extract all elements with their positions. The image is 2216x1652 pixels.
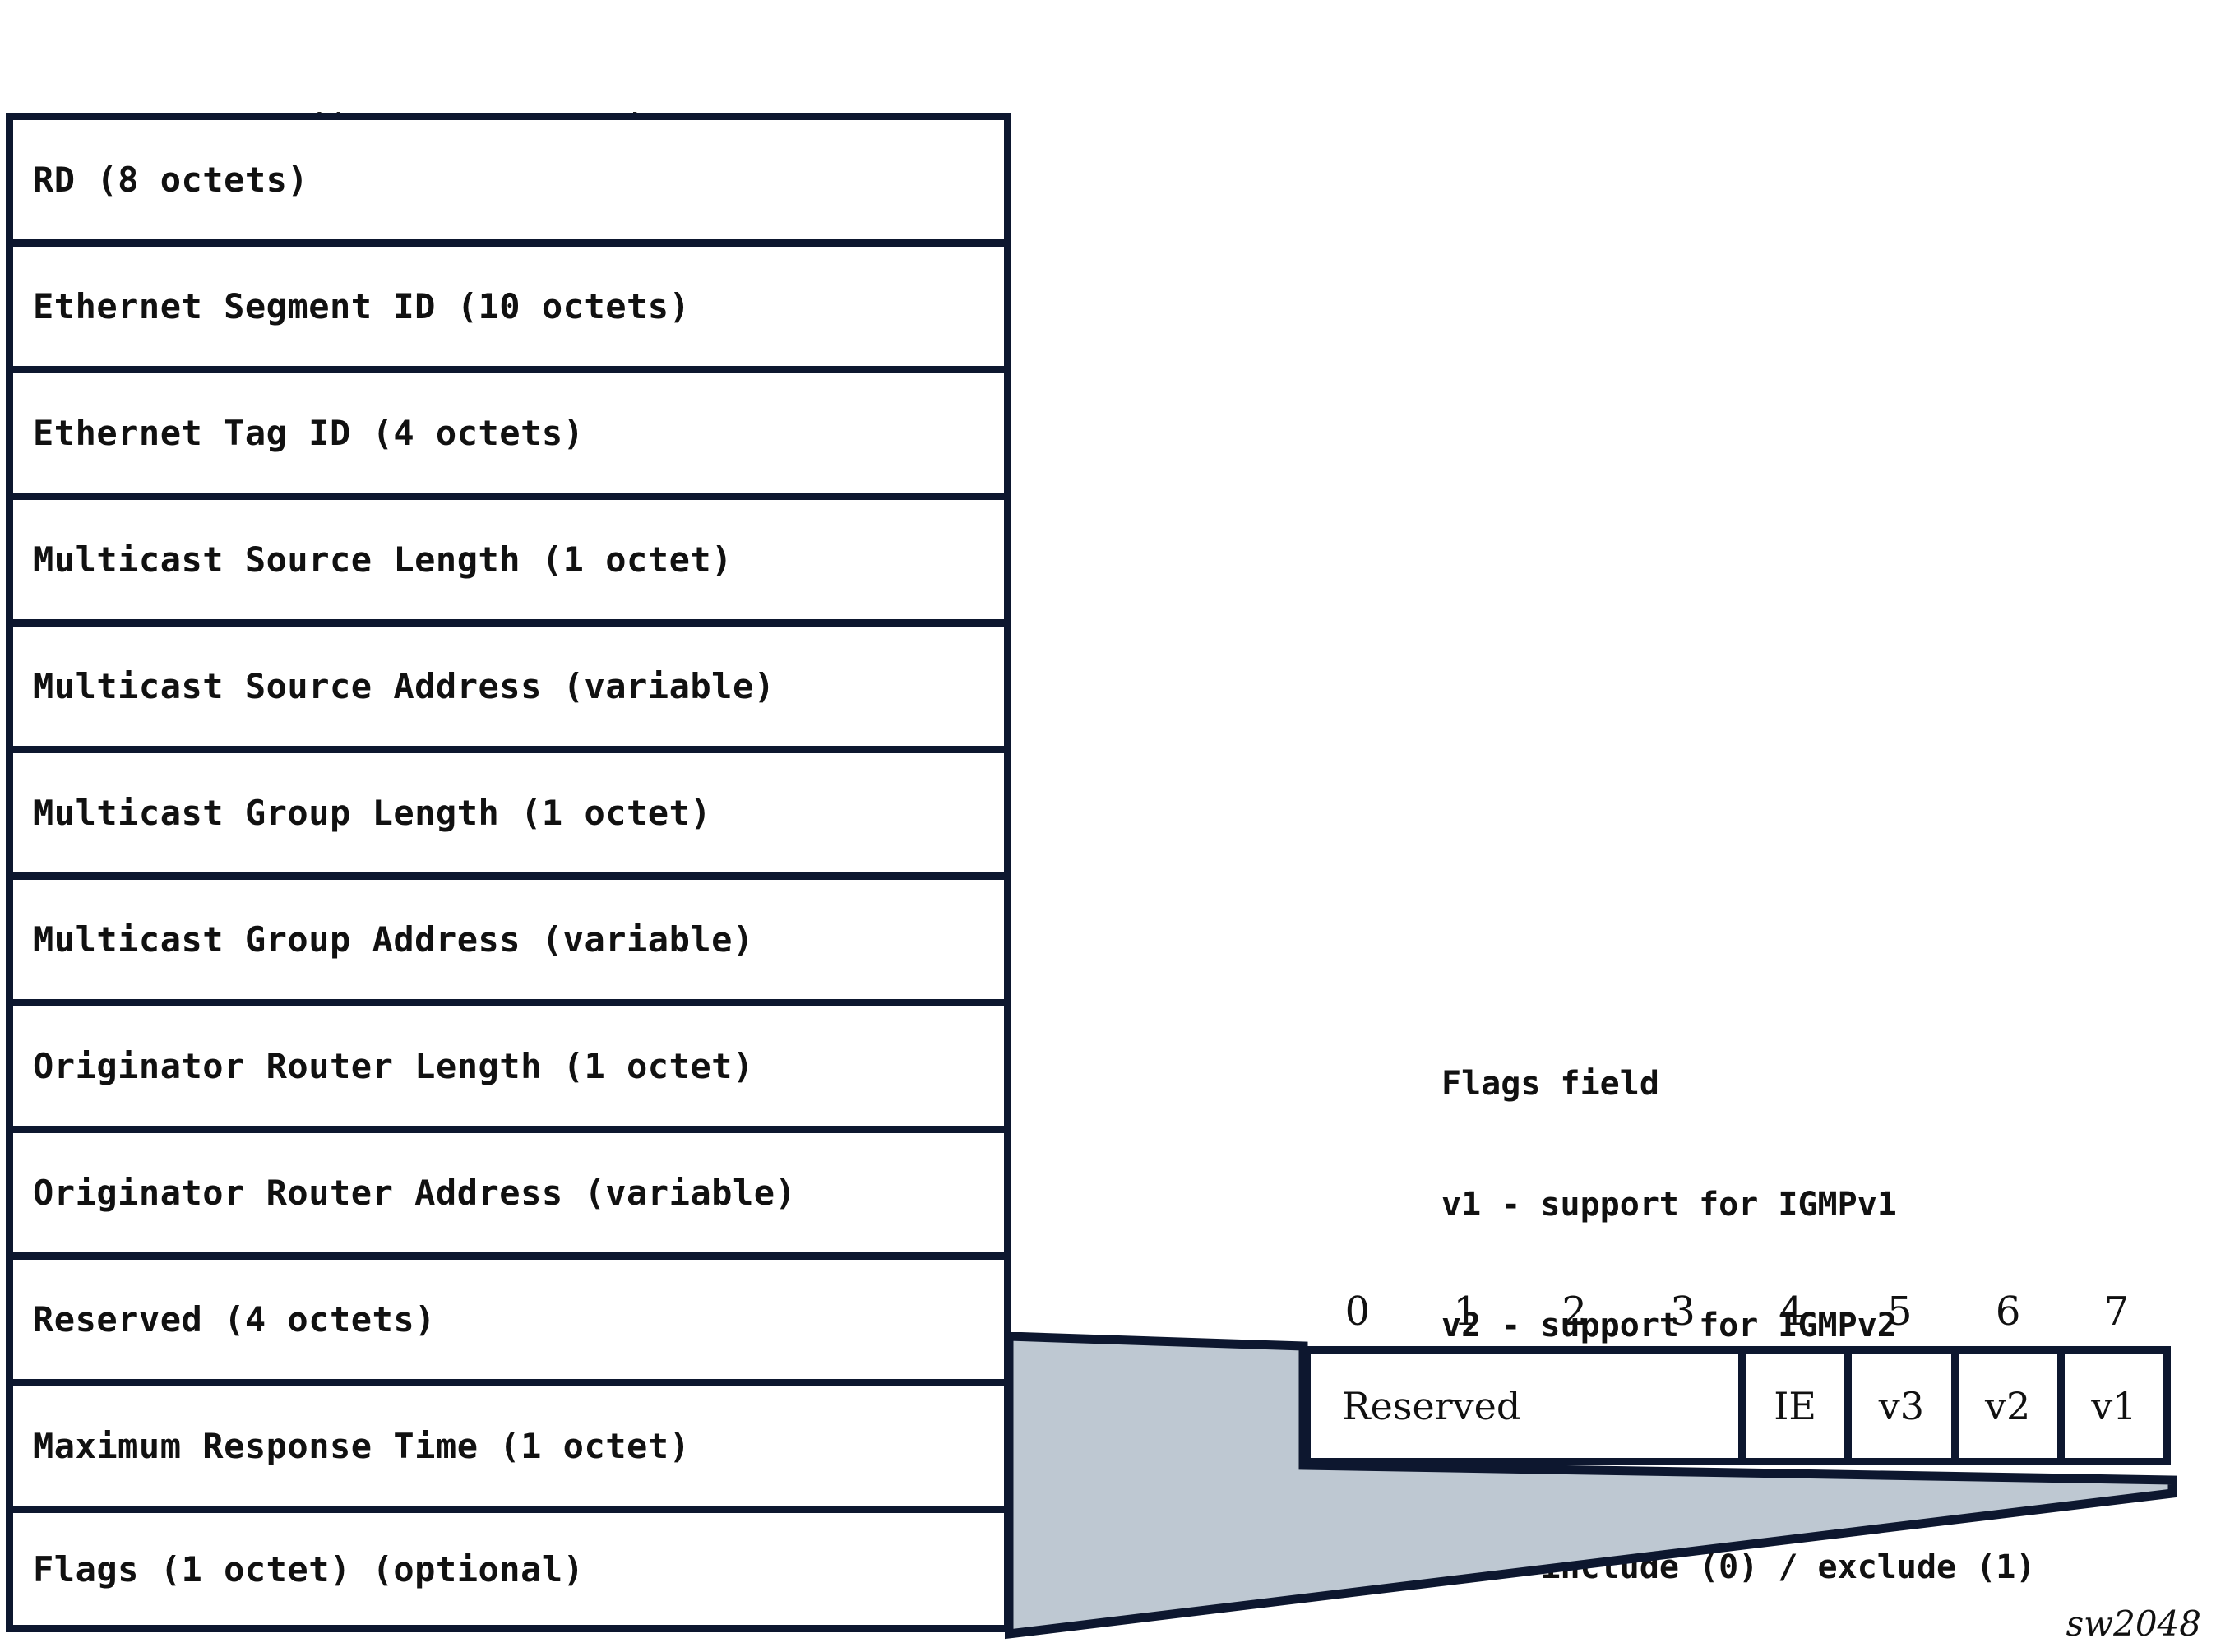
packet-field-ethernet-tag-id: Ethernet Tag ID (4 octets) [6,366,1011,493]
bit-index-3: 3 [1670,1289,1696,1335]
legend-line-v1: v1 - support for IGMPv1 [1441,1186,1897,1224]
bit-index-5: 5 [1887,1289,1913,1335]
packet-field-multicast-source-length: Multicast Source Length (1 octet) [6,493,1011,619]
packet-field-multicast-group-address: Multicast Group Address (variable) [6,872,1011,999]
bit-position-ruler: 0 1 2 3 4 5 6 7 [1303,1289,2171,1339]
packet-field-label: Multicast Group Length (1 octet) [33,793,712,833]
packet-field-rd: RD (8 octets) [6,113,1011,239]
packet-field-label: Multicast Source Length (1 octet) [33,539,733,580]
bit-index-7: 7 [2103,1289,2130,1335]
packet-field-label: Multicast Group Address (variable) [33,919,754,960]
packet-field-originator-router-length: Originator Router Length (1 octet) [6,999,1011,1126]
packet-field-label: Originator Router Address (variable) [33,1173,797,1213]
flags-cell-v1: v1 [2056,1354,2163,1458]
packet-field-reserved: Reserved (4 octets) [6,1252,1011,1379]
packet-field-label: Ethernet Tag ID (4 octets) [33,413,585,453]
packet-field-label: Maximum Response Time (1 octet) [33,1426,691,1466]
packet-field-stack: RD (8 octets) Ethernet Segment ID (10 oc… [6,113,1011,1632]
legend-line-title: Flags field [1441,1065,1659,1103]
bit-index-6: 6 [1995,1289,2021,1335]
packet-field-multicast-source-address: Multicast Source Address (variable) [6,619,1011,746]
packet-field-flags: Flags (1 octet) (optional) [6,1506,1011,1632]
bit-index-0: 0 [1344,1289,1371,1335]
packet-field-label: Multicast Source Address (variable) [33,666,775,706]
packet-field-multicast-group-length: Multicast Group Length (1 octet) [6,746,1011,872]
packet-field-ethernet-segment-id: Ethernet Segment ID (10 octets) [6,239,1011,366]
packet-field-label: Reserved (4 octets) [33,1299,436,1340]
packet-field-originator-router-address: Originator Router Address (variable) [6,1126,1011,1252]
packet-field-label: RD (8 octets) [33,160,309,200]
legend-line-ie: IE - include (0) / exclude (1) [1441,1548,2036,1586]
bit-index-4: 4 [1779,1289,1804,1335]
packet-field-label: Ethernet Segment ID (10 octets) [33,286,691,326]
packet-field-maximum-response-time: Maximum Response Time (1 octet) [6,1379,1011,1506]
bit-index-2: 2 [1561,1289,1587,1335]
packet-field-label: Flags (1 octet) (optional) [33,1548,585,1590]
flags-cell-reserved: Reserved [1342,1383,1521,1428]
packet-field-label: Originator Router Length (1 octet) [33,1046,754,1086]
figure-id-label: sw2048 [2066,1603,2201,1644]
bit-index-1: 1 [1453,1289,1479,1335]
flags-cell-v2: v2 [1950,1354,2057,1458]
flags-cell-ie: IE [1738,1354,1844,1458]
flags-cell-v3: v3 [1844,1354,1950,1458]
flags-detail-box: Reserved IE v3 v2 v1 [1303,1346,2171,1465]
